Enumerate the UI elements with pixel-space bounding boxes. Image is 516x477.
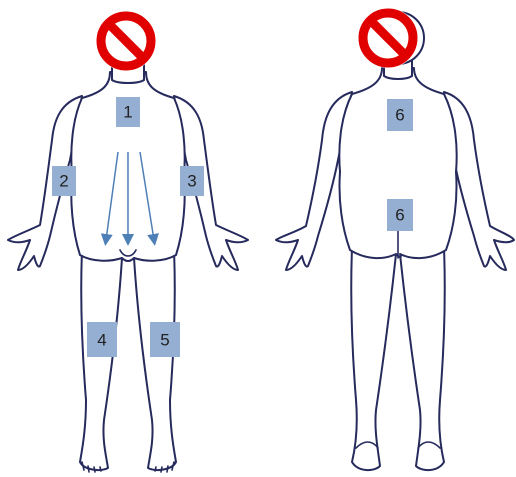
front-label-4-text: 4 <box>97 331 106 350</box>
back-label-6-upper-text: 6 <box>395 106 404 125</box>
front-label-1-text: 1 <box>123 103 132 122</box>
front-right-leg <box>134 250 176 470</box>
front-figure <box>8 16 248 472</box>
no-sign-icon <box>96 11 156 71</box>
no-sign-icon <box>358 8 418 68</box>
front-label-2: 2 <box>52 166 76 196</box>
front-label-1: 1 <box>116 97 140 127</box>
back-left-leg <box>351 248 396 470</box>
front-label-3: 3 <box>180 166 204 196</box>
front-left-leg <box>80 250 122 470</box>
front-label-5: 5 <box>150 322 180 357</box>
front-label-2-text: 2 <box>59 172 68 191</box>
back-label-6-upper: 6 <box>387 99 413 131</box>
back-label-6-lower-text: 6 <box>395 206 404 225</box>
front-label-5-text: 5 <box>160 331 169 350</box>
back-label-6-lower: 6 <box>387 199 413 231</box>
front-label-4: 4 <box>87 322 117 357</box>
back-right-leg <box>400 248 445 470</box>
front-label-3-text: 3 <box>187 172 196 191</box>
back-figure <box>276 12 514 470</box>
